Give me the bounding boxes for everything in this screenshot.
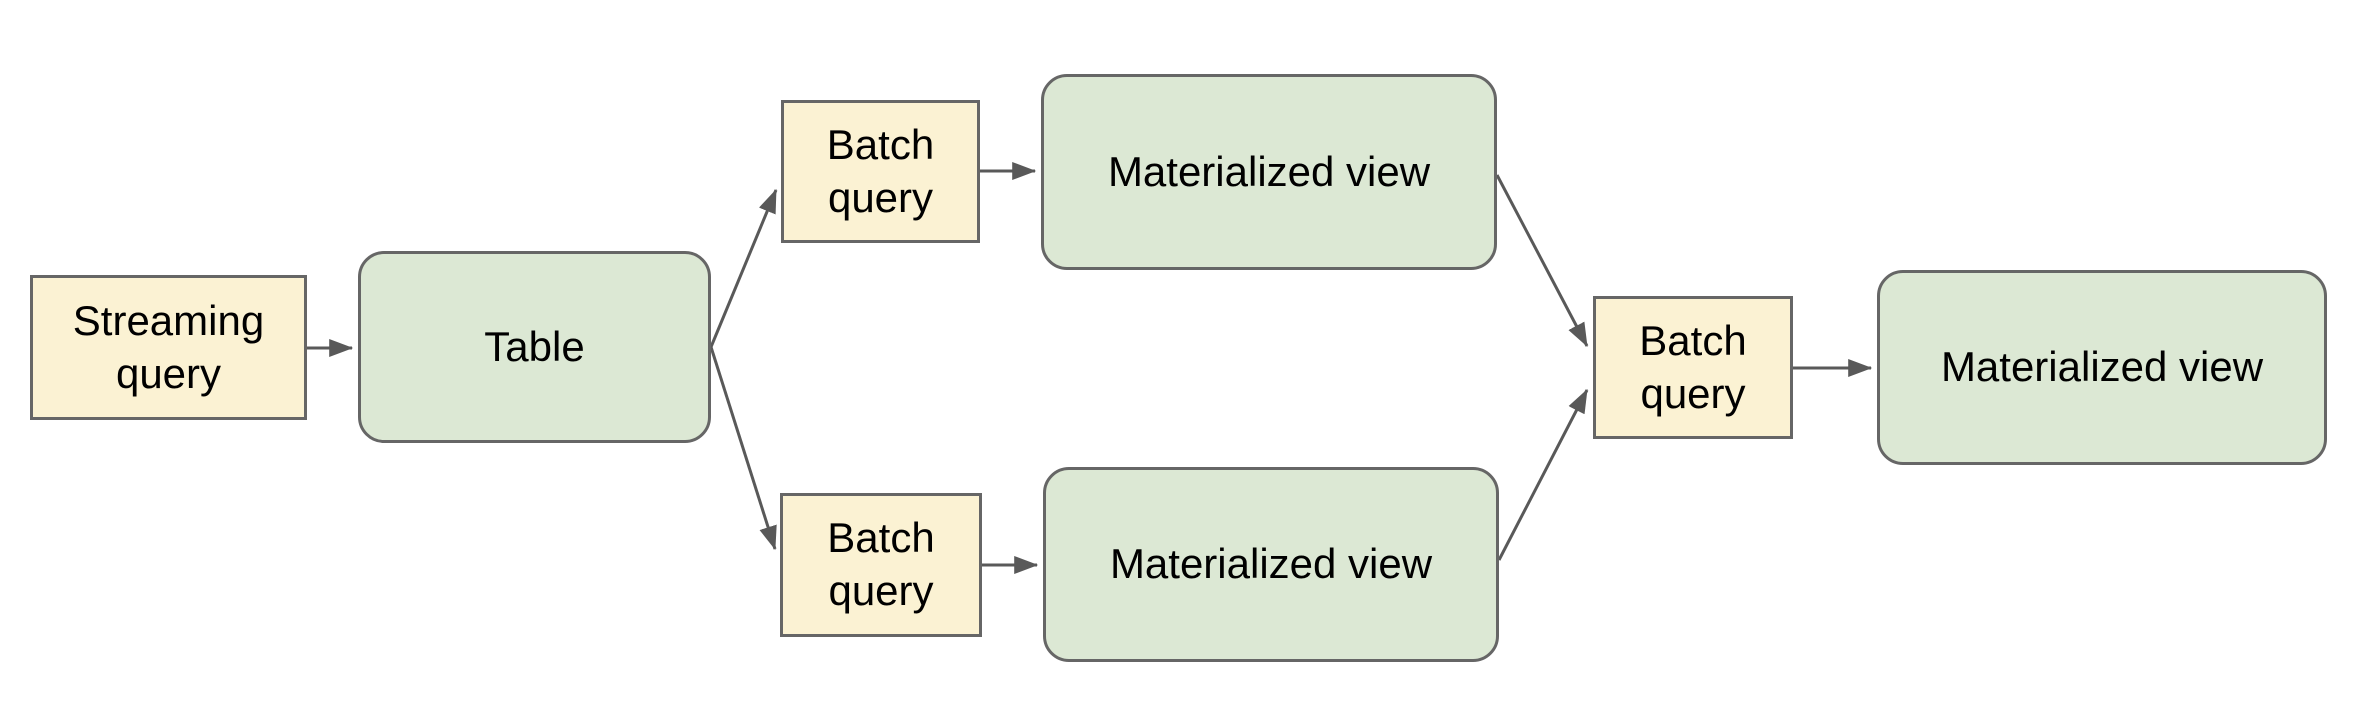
node-batch-query-top-label: Batch query [826, 120, 935, 221]
edge-materialized-view-top-to-batch-query-right [1495, 174, 1589, 348]
node-batch-query-bottom-label: Batch query [827, 514, 935, 614]
edge-table-to-batch-query-bottom [709, 346, 777, 551]
node-batch-query-right-label: Batch query [1639, 316, 1747, 417]
node-streaming-query-label: Streaming query [72, 296, 265, 397]
node-materialized-view-bottom-label: Materialized view [1109, 540, 1433, 588]
node-materialized-view-right-label: Materialized view [1940, 343, 2264, 391]
node-materialized-view-bottom: Materialized view [1043, 467, 1499, 662]
node-batch-query-right: Batch query [1593, 296, 1793, 439]
node-materialized-view-top-label: Materialized view [1107, 147, 1431, 195]
edge-materialized-view-bottom-to-batch-query-right [1497, 388, 1589, 561]
node-materialized-view-top: Materialized view [1041, 74, 1497, 270]
node-table: Table [358, 251, 711, 443]
node-materialized-view-right: Materialized view [1877, 270, 2327, 465]
node-table-label: Table [484, 322, 585, 370]
node-batch-query-top: Batch query [781, 100, 980, 243]
edge-table-to-batch-query-top [709, 188, 778, 348]
node-streaming-query: Streaming query [30, 275, 307, 420]
node-batch-query-bottom: Batch query [780, 493, 982, 637]
